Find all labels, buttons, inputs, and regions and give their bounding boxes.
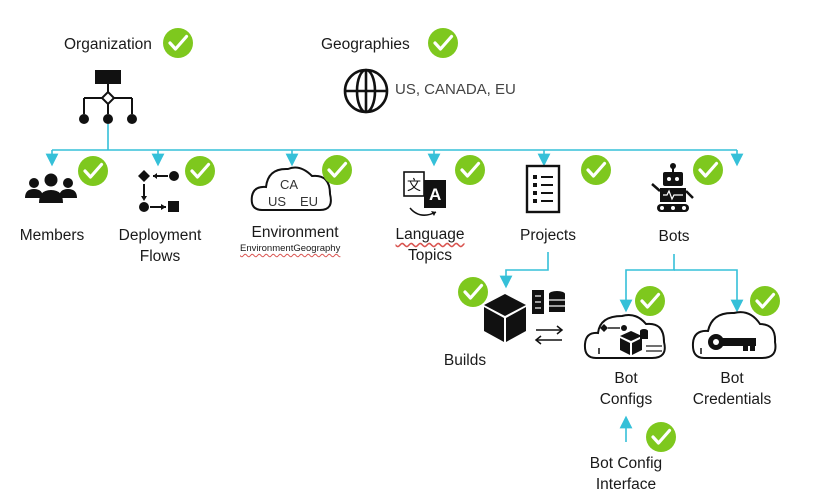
check-icon bbox=[633, 284, 667, 318]
geographies-label: Geographies bbox=[321, 36, 410, 53]
bot-config-interface-label-line1: Bot Config bbox=[589, 455, 663, 472]
projects-label: Projects bbox=[520, 227, 576, 244]
bot-config-interface-label-line2: Interface bbox=[595, 476, 657, 493]
language-topics-label-line1: Language bbox=[395, 226, 465, 243]
builds-package-icon bbox=[484, 290, 565, 345]
deployment-flows-label-line2: Flows bbox=[139, 248, 181, 265]
cloud-label-us: US bbox=[268, 194, 286, 209]
globe-icon bbox=[343, 68, 389, 114]
org-chart-icon bbox=[79, 70, 137, 124]
check-icon bbox=[691, 153, 725, 187]
geographies-list: US, CANADA, EU bbox=[395, 81, 516, 98]
credentials-key-cloud-icon bbox=[691, 311, 777, 359]
projects-checklist-icon bbox=[525, 164, 561, 214]
bot-configs-label-line2: Configs bbox=[599, 391, 653, 408]
check-icon bbox=[320, 153, 354, 187]
deployment-flows-icon bbox=[138, 170, 179, 212]
builds-label: Builds bbox=[443, 352, 487, 369]
members-icon bbox=[25, 173, 77, 203]
language-topics-label-line2: Topics bbox=[408, 247, 452, 264]
connector-lines bbox=[45, 124, 744, 442]
members-label: Members bbox=[19, 227, 85, 244]
bots-label: Bots bbox=[658, 228, 690, 245]
check-icon bbox=[456, 275, 490, 309]
check-icon bbox=[183, 154, 217, 188]
check-icon bbox=[453, 153, 487, 187]
environment-label: Environment bbox=[251, 224, 339, 241]
check-icon bbox=[161, 26, 195, 60]
check-icon bbox=[644, 420, 678, 454]
robot-icon bbox=[651, 163, 694, 212]
bot-configs-cloud-icon bbox=[583, 314, 666, 359]
language-icon: 文 A bbox=[403, 171, 446, 216]
check-icon bbox=[748, 284, 782, 318]
environment-cloud-icon: CA US EU bbox=[250, 166, 332, 211]
svg-text:A: A bbox=[429, 185, 441, 204]
organization-label: Organization bbox=[64, 36, 152, 53]
cloud-label-eu: EU bbox=[300, 194, 318, 209]
bot-credentials-label-line1: Bot bbox=[720, 370, 744, 387]
check-icon bbox=[426, 26, 460, 60]
deployment-flows-label-line1: Deployment bbox=[118, 227, 202, 244]
check-icon bbox=[579, 153, 613, 187]
check-icon bbox=[76, 154, 110, 188]
bot-configs-label-line1: Bot bbox=[614, 370, 638, 387]
svg-text:文: 文 bbox=[407, 178, 421, 194]
cloud-label-ca: CA bbox=[280, 177, 298, 192]
bot-credentials-label-line2: Credentials bbox=[692, 391, 772, 408]
environment-geography-label: EnvironmentGeography bbox=[240, 243, 341, 254]
